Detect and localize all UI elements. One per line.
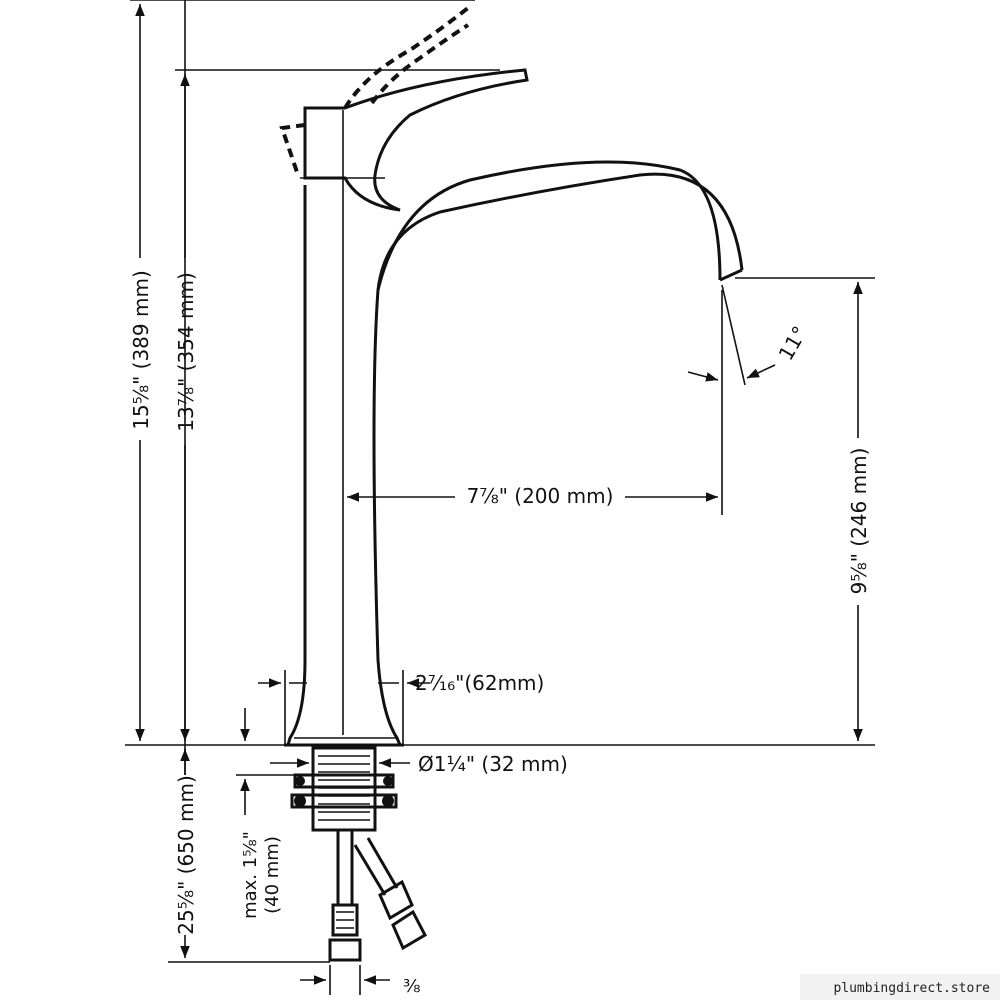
- mounting-hardware: [290, 746, 398, 832]
- watermark: plumbingdirect.store: [833, 981, 990, 996]
- faucet-body: [279, 6, 744, 747]
- spout-angle-label: 11°: [774, 322, 813, 365]
- connection-size-label: ⅜: [403, 976, 420, 997]
- deck-thickness-label-line2: (40 mm): [262, 836, 283, 914]
- spout-reach-label: 7⅞" (200 mm): [467, 484, 614, 508]
- hose-length-label: 25⅝" (650 mm): [174, 775, 198, 935]
- total-height-label: 15⅝" (389 mm): [129, 270, 153, 430]
- base-width-label: 2⁷⁄₁₆"(62mm): [415, 671, 544, 695]
- spout-outlet-height-label: 9⅝" (246 mm): [847, 448, 871, 595]
- dimension-labels: 15⅝" (389 mm) 13⅞" (354 mm) 9⅝" (246 mm)…: [129, 270, 871, 997]
- dimension-lines: [125, 0, 875, 995]
- spout-top-height-label: 13⅞" (354 mm): [174, 272, 198, 432]
- deck-thickness-label-line1: max. 1⅝": [240, 831, 261, 919]
- watermark-background: [800, 974, 1000, 1000]
- supply-hoses: [328, 830, 427, 962]
- shank-diameter-label: Ø1¼" (32 mm): [418, 752, 568, 776]
